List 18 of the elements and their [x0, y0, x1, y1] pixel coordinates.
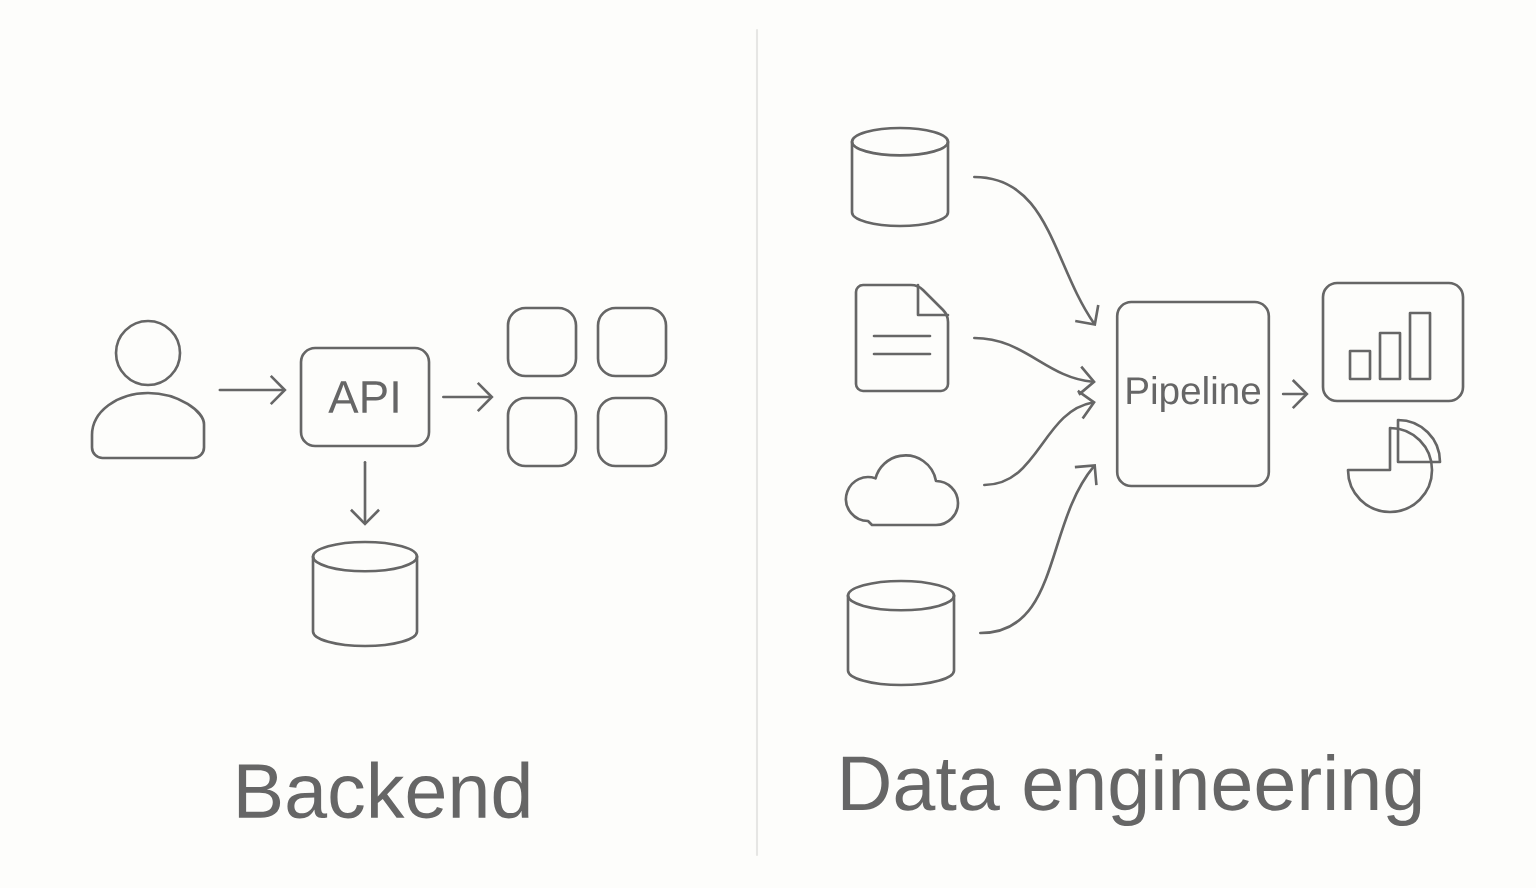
arrow	[350, 461, 380, 526]
arrow	[973, 175, 1100, 326]
arrow	[973, 336, 1096, 396]
process-box: Pipeline	[1115, 300, 1271, 488]
document-icon	[854, 283, 950, 393]
process-box: API	[299, 346, 431, 448]
person-icon	[90, 319, 206, 460]
bar-chart-icon	[1321, 281, 1465, 403]
section-heading: Backend	[238, 761, 529, 819]
database-icon	[311, 540, 419, 648]
arrow	[983, 389, 1096, 487]
cloud-icon	[844, 454, 960, 527]
arrow	[218, 375, 287, 405]
arrow	[979, 464, 1098, 635]
database-icon	[850, 126, 950, 228]
section-heading: Data engineering	[842, 753, 1421, 827]
database-icon	[846, 579, 956, 687]
module-grid-icon	[506, 306, 668, 468]
